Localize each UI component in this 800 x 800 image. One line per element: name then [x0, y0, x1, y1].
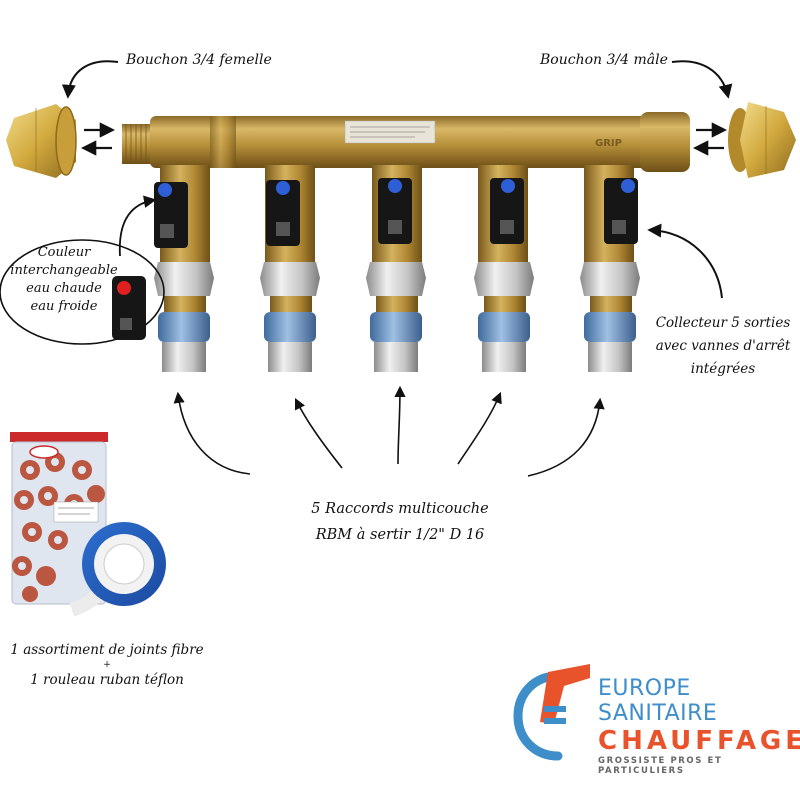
- collector-line: Collecteur 5 sorties: [655, 315, 791, 331]
- hot-handle-sample: [112, 276, 146, 340]
- outlet-5: [580, 165, 640, 372]
- outlet-2: [260, 165, 320, 372]
- fittings-line: RBM à sertir 1/2" D 16: [315, 527, 485, 543]
- outlet-4: [474, 165, 534, 372]
- arrow-to-male-cap: [671, 60, 733, 99]
- company-logo-mark: [513, 664, 590, 761]
- outlet-3: [366, 165, 426, 372]
- left-swap-arrows: [80, 122, 116, 156]
- female-cap: [6, 104, 77, 178]
- color-note: Couleur interchangeable eau chaude eau f…: [2, 244, 126, 316]
- collector-line: avec vannes d'arrêt: [655, 338, 791, 354]
- arrow-fitting-2: [294, 397, 343, 469]
- collector-description: Collecteur 5 sorties avec vannes d'arrêt…: [646, 312, 800, 381]
- color-note-line: eau chaude: [26, 281, 102, 296]
- fittings-description: 5 Raccords multicouche RBM à sertir 1/2"…: [290, 496, 510, 548]
- arrow-fitting-4: [457, 391, 502, 465]
- male-cap-label: Bouchon 3/4 mâle: [540, 52, 668, 68]
- arrow-to-female-cap: [61, 60, 119, 99]
- accessories-description: 1 assortiment de joints fibre + 1 roulea…: [0, 640, 214, 690]
- company-logo: EUROPE SANITAIRE CHAUFFAGE GROSSISTE PRO…: [598, 676, 800, 776]
- collector-line: intégrées: [690, 361, 756, 377]
- arrow-to-collector: [647, 223, 723, 299]
- accessories-line: 1 assortiment de joints fibre: [10, 642, 204, 658]
- accessories-plus: +: [103, 660, 111, 670]
- female-cap-label: Bouchon 3/4 femelle: [126, 52, 272, 68]
- svg-text:GRIP: GRIP: [595, 138, 622, 149]
- manifold-body: GRIP: [122, 112, 690, 172]
- teflon-tape-roll: [69, 522, 166, 617]
- male-cap: [728, 102, 796, 178]
- color-note-line: eau froide: [30, 299, 98, 314]
- color-note-line: interchangeable: [10, 263, 118, 278]
- logo-brand-line-2: CHAUFFAGE: [598, 726, 800, 756]
- arrow-fitting-5: [527, 397, 605, 477]
- arrow-to-valve-handle: [118, 195, 157, 257]
- outlet-1: [154, 165, 214, 372]
- logo-tagline: GROSSISTE PROS ET PARTICULIERS: [598, 756, 723, 776]
- arrow-fitting-3: [394, 385, 406, 465]
- right-swap-arrows: [692, 122, 728, 156]
- fittings-line: 5 Raccords multicouche: [311, 501, 489, 517]
- color-note-bubble: [0, 239, 165, 345]
- logo-brand-line: EUROPE SANITAIRE: [598, 676, 718, 726]
- accessories-line: 1 rouleau ruban téflon: [30, 672, 184, 688]
- color-note-line: Couleur: [37, 245, 91, 260]
- arrow-fitting-1: [173, 391, 251, 475]
